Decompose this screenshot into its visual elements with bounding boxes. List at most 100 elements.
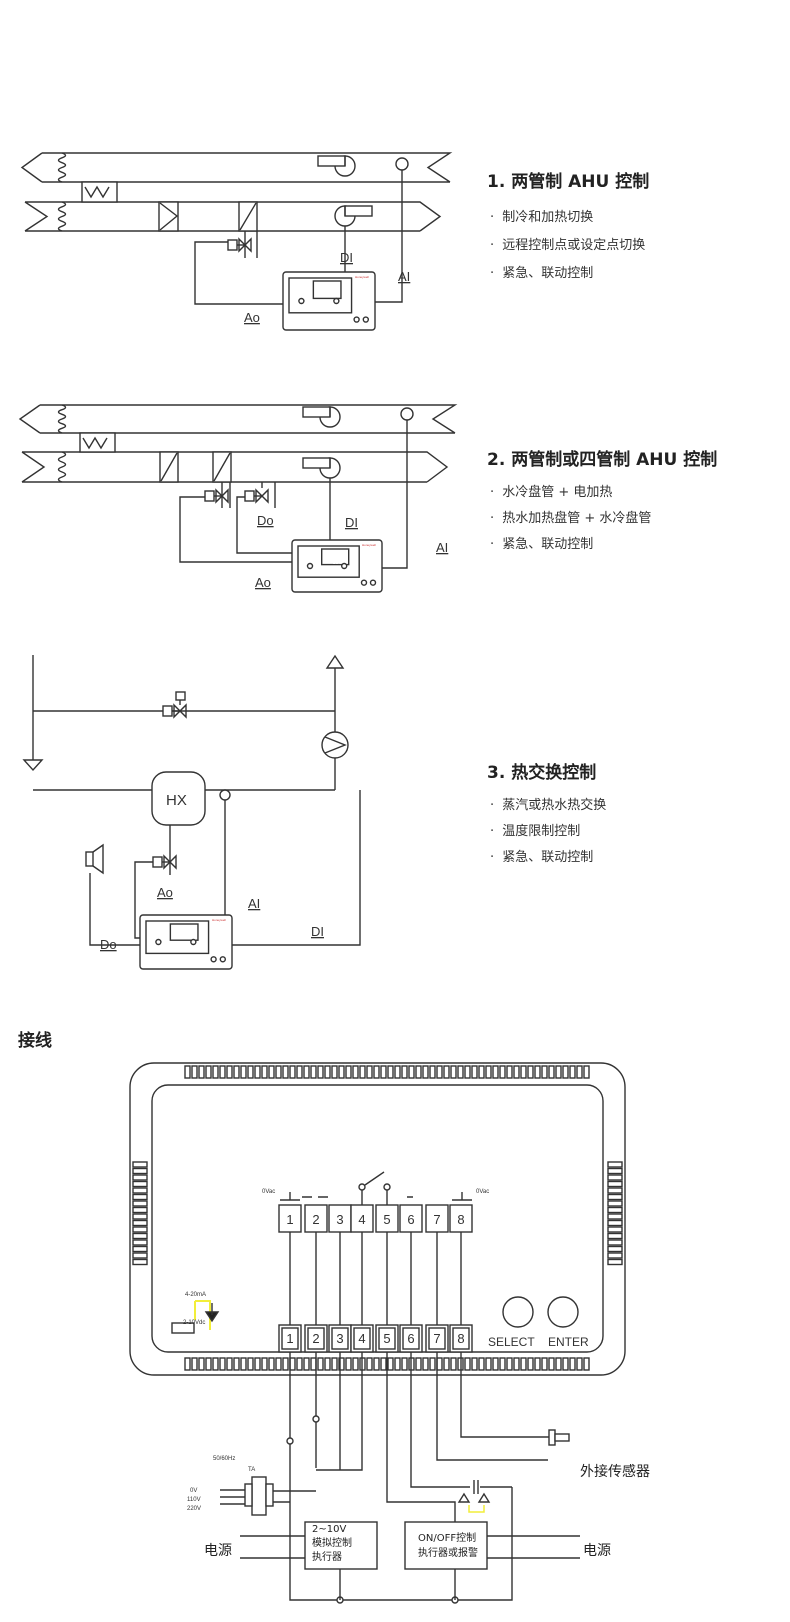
vent-slot [132, 1180, 148, 1188]
jumper-outline [194, 1300, 211, 1330]
vent-slot [415, 1357, 422, 1371]
vent-slot [324, 1065, 331, 1079]
left-ground-label: 0Vac [262, 1189, 275, 1195]
vent-slot [583, 1357, 590, 1371]
terminal-number: 5 [383, 1212, 390, 1227]
vent-slot [132, 1239, 148, 1246]
valve-body-icon [173, 703, 187, 719]
vent-slot [191, 1065, 198, 1079]
valve-icon [204, 488, 229, 504]
vent-slot [607, 1219, 623, 1227]
terminal-number: 3 [336, 1212, 343, 1227]
alarm-speaker-icon [85, 851, 94, 867]
vent-slot [212, 1065, 219, 1079]
coil-icon [239, 202, 257, 231]
supply-air-duct [21, 451, 449, 483]
valve-body-icon [215, 488, 229, 504]
vent-slot [373, 1065, 380, 1079]
vent-slot [485, 1065, 492, 1079]
vent-slot [562, 1357, 569, 1371]
vent-slot [198, 1357, 205, 1371]
vent-slot [527, 1357, 534, 1371]
onoff-box-line: 执行器或报警 [418, 1546, 478, 1559]
do-label: Do [257, 513, 274, 528]
vent-slot [268, 1065, 275, 1079]
vent-slot [233, 1357, 240, 1371]
vent-slot [607, 1161, 623, 1168]
brand-logo: Honeywell [355, 275, 369, 279]
controller-button [306, 562, 314, 570]
external-sensor-icon [548, 1429, 556, 1446]
vent-slot [569, 1065, 576, 1079]
vent-slot [541, 1065, 548, 1079]
jumper-bottom-label: 2-10Vdc [183, 1320, 205, 1326]
terminal-number: 7 [433, 1212, 440, 1227]
vent-slot [132, 1226, 148, 1233]
vent-slot [282, 1357, 289, 1371]
return-air-duct [18, 404, 458, 434]
bullet: · 制冷和加热切换 [490, 210, 593, 225]
vent-slot [394, 1357, 401, 1371]
bullet: · 水冷盘管 + 电加热 [490, 484, 612, 500]
alarm-bracket [468, 1505, 485, 1513]
vent-slot [132, 1174, 148, 1181]
vent-slot [607, 1180, 623, 1188]
vent-slot [534, 1357, 541, 1371]
damper-icon [57, 451, 67, 483]
vent-slot [607, 1258, 623, 1266]
valve-body-icon [238, 237, 252, 253]
vent-slot [607, 1239, 623, 1246]
ai-label: AI [436, 540, 448, 555]
terminal-block-inner [281, 1327, 299, 1350]
external-sensor-icon [554, 1433, 570, 1442]
vent-slot [331, 1065, 338, 1079]
enter-button[interactable] [547, 1296, 579, 1328]
vent-slot [198, 1065, 205, 1079]
display-reading: 18.0 [333, 560, 345, 566]
controller-button [298, 297, 305, 305]
sensor-wire [436, 1352, 548, 1461]
controller-button [360, 579, 368, 586]
vent-slot [422, 1065, 429, 1079]
filter-icon [159, 202, 179, 231]
vent-slot [324, 1357, 331, 1371]
terminal-3-top: 3 [328, 1204, 352, 1233]
bullet: · 温度限制控制 [490, 823, 580, 839]
vent-slot [345, 1065, 352, 1079]
vent-slot [289, 1357, 296, 1371]
vent-slot [132, 1187, 148, 1194]
wire [316, 1352, 363, 1471]
vent-slot [373, 1357, 380, 1371]
vent-slot [607, 1200, 623, 1207]
common-wire [289, 1352, 513, 1601]
terminal-number: 1 [286, 1331, 293, 1346]
vent-slot [387, 1065, 394, 1079]
bullet: · 紧急、联动控制 [490, 850, 593, 865]
ground-symbol [280, 1192, 472, 1201]
vent-slot [443, 1065, 450, 1079]
power-wires [240, 1535, 580, 1559]
controller-button [362, 316, 369, 323]
vent-slot [485, 1357, 492, 1371]
terminal-2-top: 2 [304, 1204, 328, 1233]
select-button[interactable] [502, 1296, 534, 1328]
damper-icon [57, 201, 67, 232]
fan-outlet-icon [344, 205, 373, 217]
controller-outline [129, 1062, 626, 1376]
di-wire [232, 790, 361, 946]
vent-slot [247, 1065, 254, 1079]
ai-wire [382, 420, 408, 569]
mains-wires [220, 1489, 245, 1505]
terminal-5-top: 5 [375, 1204, 399, 1233]
section-title: 3. 热交换控制 [487, 762, 596, 783]
vent-slot [478, 1065, 485, 1079]
brand-logo: Honeywell [212, 918, 226, 922]
terminal-block-inner [428, 1327, 446, 1350]
ao-wire [179, 496, 292, 563]
ao-label: Ao [244, 310, 260, 325]
fan-outlet-icon [302, 406, 331, 418]
onoff-actuator-box [404, 1521, 488, 1570]
vent-slot [132, 1213, 148, 1220]
vent-slot [247, 1357, 254, 1371]
